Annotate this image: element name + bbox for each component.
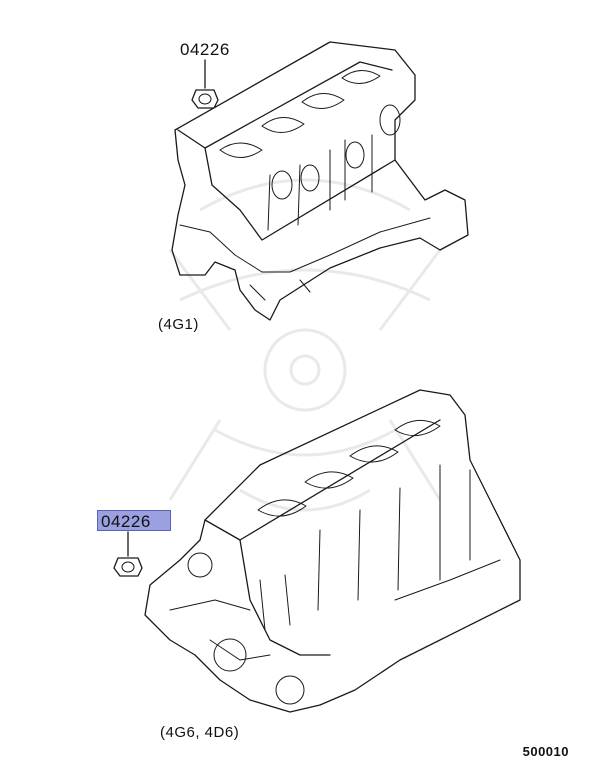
part-number-callout-highlighted[interactable]: 04226: [97, 510, 171, 531]
figure-number: 500010: [522, 744, 569, 759]
engine-variant-label-bottom: (4G6, 4D6): [160, 724, 240, 741]
part-number-callout-top[interactable]: 04226: [180, 40, 230, 59]
engine-variant-label-top: (4G1): [158, 316, 199, 333]
